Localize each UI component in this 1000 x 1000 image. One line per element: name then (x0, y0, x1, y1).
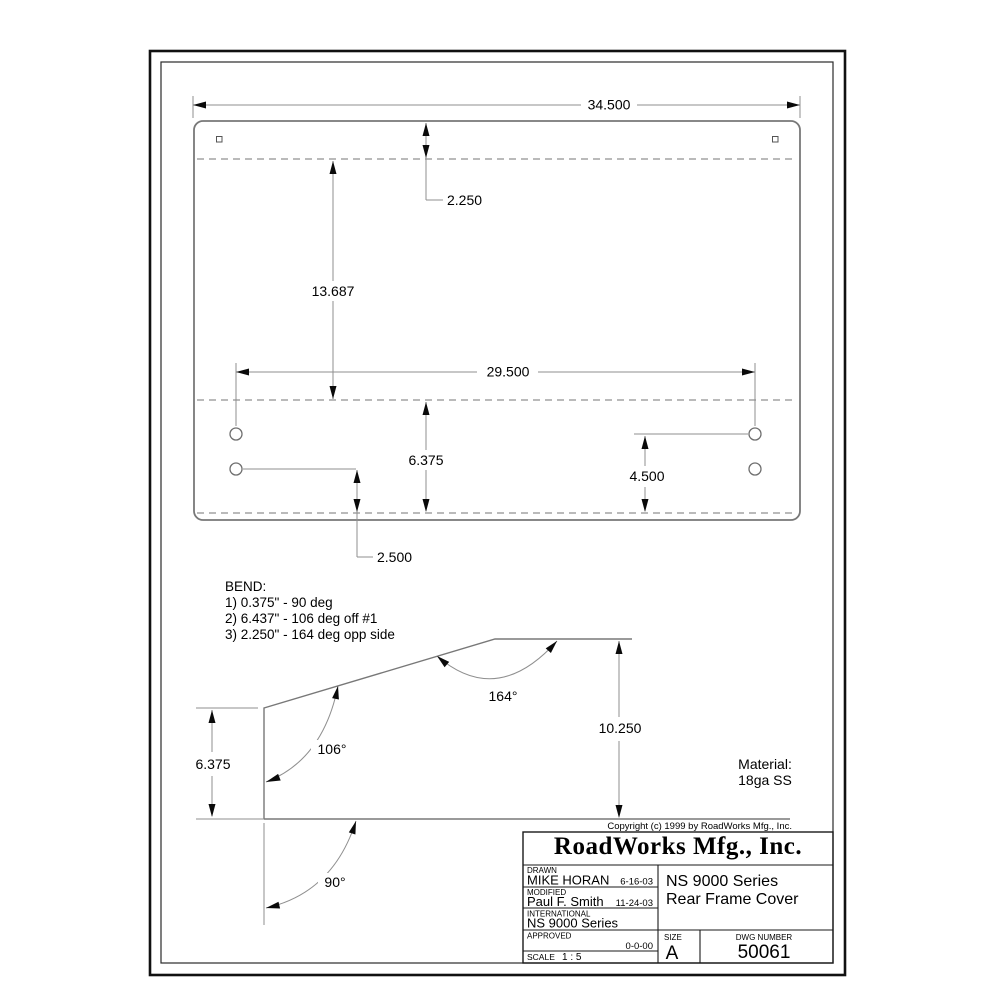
dwg-number-label: DWG NUMBER (736, 933, 793, 942)
dim-text: 2.500 (377, 549, 412, 565)
dim-text: 2.250 (447, 192, 482, 208)
scale-value: 1 : 5 (562, 952, 582, 963)
scale-label: SCALE (527, 952, 555, 962)
dim-text: 13.687 (312, 283, 355, 299)
material-note: Material: 18ga SS (738, 756, 792, 788)
approved-date: 0-0-00 (626, 941, 653, 952)
dim-profile-right-height: 10.250 (599, 641, 642, 818)
dim-text: 10.250 (599, 720, 642, 736)
dim-mid-height: 13.687 (312, 161, 355, 399)
mounting-hole (748, 462, 762, 476)
bend-note-line: 1) 0.375" - 90 deg (225, 595, 333, 610)
company-name: RoadWorks Mfg., Inc. (554, 833, 802, 860)
dim-profile-left-height: 6.375 (195, 710, 231, 817)
material-value: 18ga SS (738, 772, 792, 788)
square-cutout-right (772, 136, 779, 143)
series-value: NS 9000 Series (527, 916, 619, 931)
modified-label: MODIFIED (527, 888, 566, 897)
angle-text: 90° (324, 874, 345, 890)
angle-106: 106° (265, 685, 354, 783)
title-block: RoadWorks Mfg., Inc. DRAWN MIKE HORAN 6-… (522, 831, 834, 964)
dim-top-flange: 2.250 (422, 123, 482, 208)
material-label: Material: (738, 756, 792, 772)
angle-164: 164° (436, 640, 558, 704)
part-name-line2: Rear Frame Cover (666, 891, 799, 908)
modified-date: 11-24-03 (616, 898, 653, 909)
sheet-inner-border (160, 61, 834, 964)
dim-text: 29.500 (487, 364, 530, 380)
dim-hole-left: 2.500 (243, 468, 412, 565)
drawn-date: 6-16-03 (620, 877, 653, 888)
angle-text: 106° (318, 741, 347, 757)
mounting-hole (229, 427, 243, 441)
dim-text: 4.500 (629, 468, 664, 484)
profile-outline (263, 638, 632, 819)
dim-text: 6.375 (408, 452, 443, 468)
bend-notes: BEND: 1) 0.375" - 90 deg 2) 6.437" - 106… (225, 579, 395, 642)
bend-note-line: 2) 6.437" - 106 deg off #1 (225, 611, 377, 626)
dim-hole-right: 4.500 (629, 433, 748, 512)
modified-name: Paul F. Smith (527, 894, 604, 909)
angle-90: 90° (265, 820, 357, 909)
dim-hole-span: 29.500 (235, 363, 756, 426)
bend-profile-view: 6.375 10.250 164° 106° (195, 638, 790, 925)
dwg-number-value: 50061 (738, 942, 791, 963)
series-label: INTERNATIONAL (527, 910, 591, 919)
bend-note-line: 3) 2.250" - 164 deg opp side (225, 627, 395, 642)
part-outline (193, 120, 801, 521)
angle-text: 164° (489, 688, 518, 704)
bend-notes-title: BEND: (225, 579, 266, 594)
flat-pattern-view: 34.500 2.250 13.687 29.500 (192, 96, 801, 565)
title-block-border (522, 831, 834, 964)
dim-text: 6.375 (195, 756, 230, 772)
size-value: A (666, 943, 679, 964)
part-name-line1: NS 9000 Series (666, 873, 778, 890)
mounting-hole (229, 462, 243, 476)
copyright-text: Copyright (c) 1999 by RoadWorks Mfg., In… (607, 821, 792, 832)
approved-label: APPROVED (527, 932, 572, 941)
sheet-outer-border (148, 49, 847, 977)
drawn-label: DRAWN (527, 866, 557, 875)
dim-overall-width: 34.500 (192, 96, 801, 118)
dim-text: 34.500 (588, 97, 631, 113)
square-cutout-left (216, 136, 223, 143)
drawn-name: MIKE HORAN (527, 873, 609, 888)
mounting-hole (748, 427, 762, 441)
size-label: SIZE (664, 933, 682, 942)
dim-bottom-section: 6.375 (408, 402, 444, 512)
